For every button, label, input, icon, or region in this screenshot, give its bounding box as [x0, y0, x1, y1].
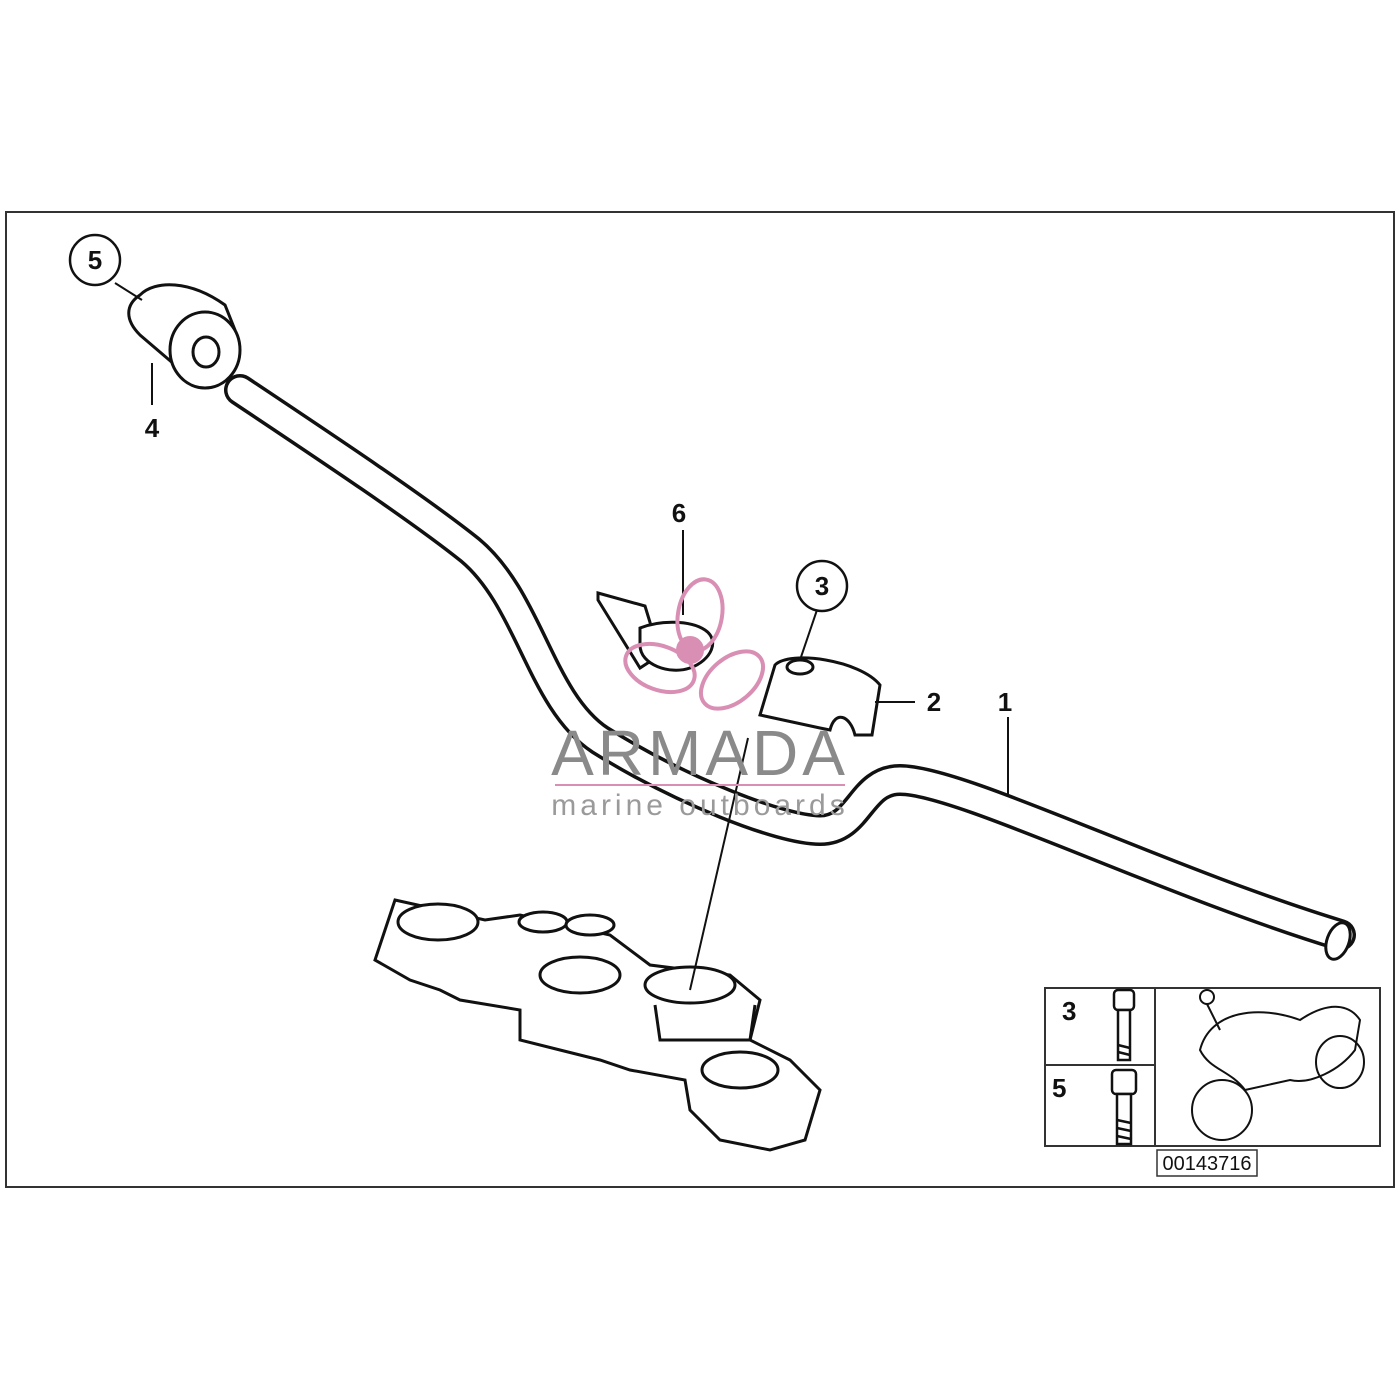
watermark: ARMADA marine outboards: [551, 577, 849, 822]
bolt-icon: [1110, 1068, 1138, 1146]
motorcycle-icon: [1191, 989, 1365, 1141]
callout-circle-3: [795, 559, 849, 613]
clamp-icon: [758, 656, 882, 737]
callout-2: 2: [927, 687, 941, 717]
callout-5: 5: [88, 245, 102, 275]
bolt-icon: [1112, 988, 1136, 1062]
diagram-id: 00143716: [1163, 1153, 1252, 1175]
diagram-id-box: [1156, 1149, 1258, 1177]
callout-3: 3: [815, 571, 829, 601]
bar-end-weight-icon: [127, 283, 242, 390]
watermark-subtitle: marine outboards: [551, 789, 848, 822]
triple-clamp-icon: [373, 898, 822, 1152]
callout-circle-5: [68, 233, 122, 287]
legend-row-3: 3: [1062, 996, 1076, 1026]
legend-row-5: 5: [1052, 1073, 1066, 1103]
legend-box: 3 5 00143716: [1044, 987, 1381, 1177]
callout-1: 1: [998, 687, 1012, 717]
callout-4: 4: [145, 413, 160, 443]
callout-6: 6: [672, 498, 686, 528]
diagram-frame: [5, 211, 1395, 1188]
watermark-title: ARMADA: [551, 717, 849, 789]
propeller-icon: [623, 577, 765, 711]
